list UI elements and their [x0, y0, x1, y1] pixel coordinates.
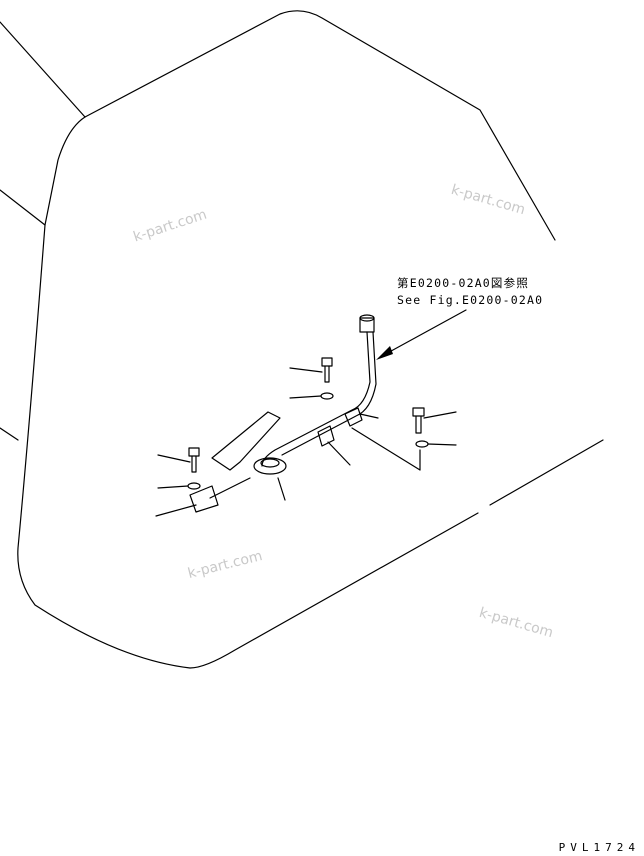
- tube-cap-top: [359, 314, 375, 322]
- tube-inner: [281, 331, 377, 456]
- leader-bolt-mid: [289, 367, 323, 373]
- edge-line-top: [0, 21, 86, 118]
- clamp-right: [344, 407, 363, 427]
- reference-arrow: [381, 309, 467, 357]
- edge-line-low: [0, 427, 19, 441]
- bracket: [211, 411, 281, 471]
- bracket-plate: [189, 485, 219, 513]
- body-outline-right: [489, 439, 604, 506]
- reference-english: See Fig.E0200-02A0: [397, 293, 544, 307]
- leader-clamp-right: [351, 427, 421, 471]
- reference-arrow-head: [376, 346, 393, 360]
- leader-washer-mid: [289, 395, 322, 399]
- leader-bolt-right: [423, 411, 457, 419]
- leader-bracket: [209, 477, 251, 499]
- leader-bolt-left: [157, 454, 191, 463]
- washer-right: [415, 440, 429, 448]
- tube-cap: [359, 317, 375, 333]
- tube: [261, 331, 371, 467]
- washer-left: [187, 482, 201, 490]
- body-outline: [17, 116, 479, 669]
- leader-clamp-top: [359, 413, 379, 419]
- bolt-left: [188, 447, 200, 473]
- reference-japanese: 第E0200-02A0図参照: [397, 276, 530, 290]
- clamp-center: [317, 425, 335, 447]
- bolt-right: [412, 407, 425, 434]
- drawing-code: PVL1724: [558, 841, 640, 854]
- edge-line-mid: [0, 189, 46, 226]
- leader-plate: [155, 504, 197, 517]
- bolt-mid: [321, 357, 333, 383]
- leader-clamp: [327, 441, 351, 466]
- grommet: [253, 457, 287, 475]
- grommet-inner: [260, 458, 280, 468]
- leader-washer-right: [427, 443, 457, 446]
- body-outline-top: [84, 10, 556, 241]
- washer-mid: [320, 392, 334, 400]
- leader-grommet: [277, 477, 286, 501]
- leader-washer-left: [157, 485, 189, 489]
